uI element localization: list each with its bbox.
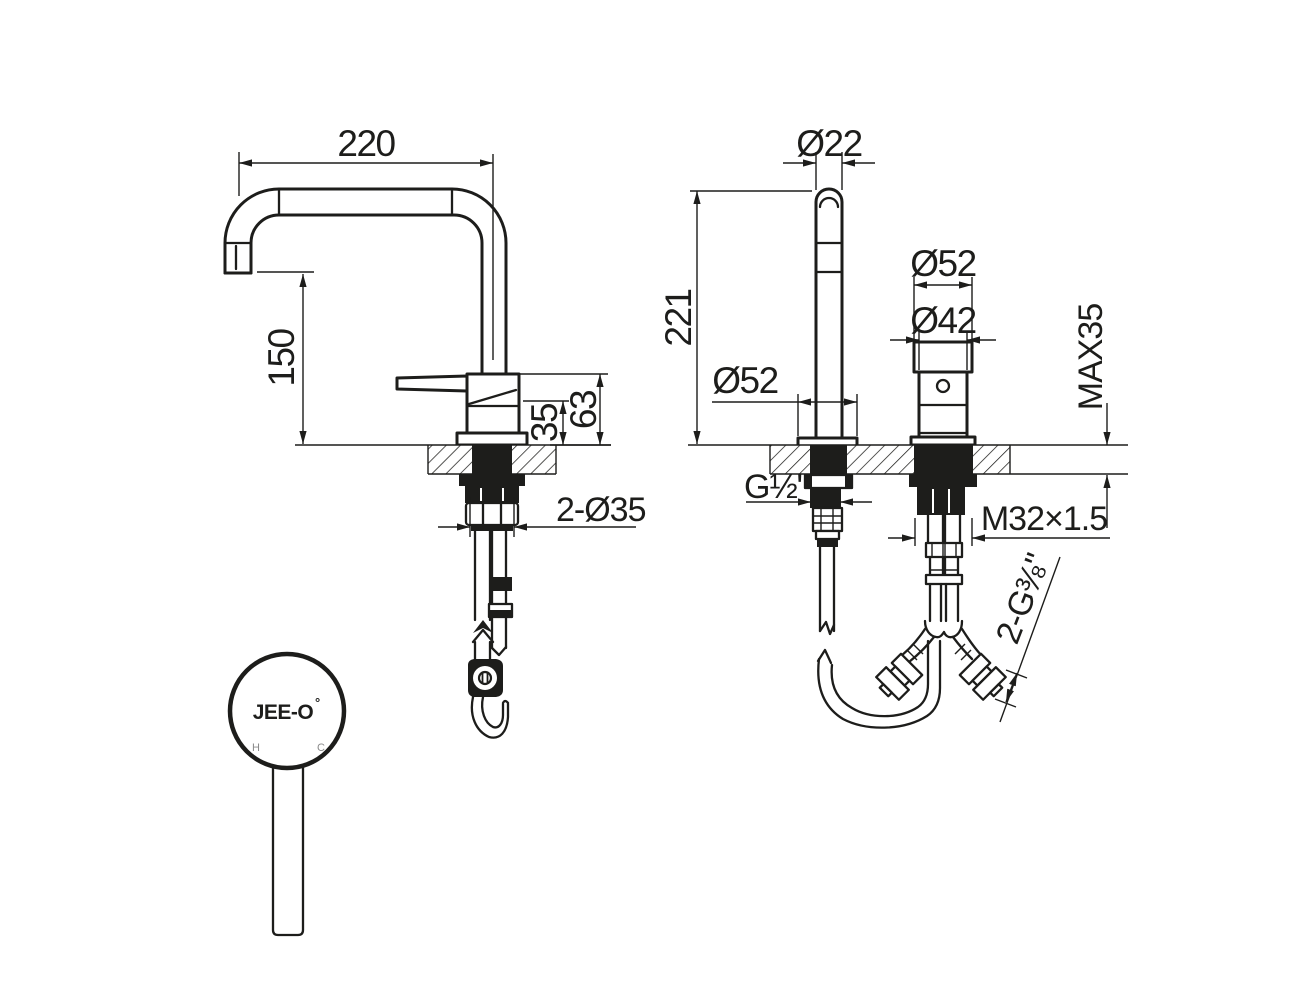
- dim-label-body-lower: 35: [524, 403, 565, 442]
- dim-spout-reach: 220: [238, 123, 494, 360]
- dim-spout-diameter: Ø22: [783, 123, 875, 190]
- dim-spout-base: Ø52: [712, 360, 858, 436]
- handle-top-view: JEE-O ° H C: [227, 651, 347, 937]
- hose-break-side: [818, 620, 836, 636]
- handle-knob-circle: [227, 651, 347, 771]
- hose-break-front: [473, 620, 493, 633]
- dim-label-max-deck-thickness: MAX35: [1072, 304, 1110, 411]
- dim-label-spout-total-height: 221: [658, 289, 699, 346]
- hose-y-piece: [923, 619, 964, 639]
- dim-handle-diameter: Ø52: [910, 243, 977, 340]
- hot-indicator: H: [252, 742, 260, 754]
- dim-label-spout-diameter: Ø22: [796, 123, 861, 164]
- dim-label-handle-body-diameter: Ø42: [910, 300, 975, 341]
- lever-handle: [395, 374, 469, 393]
- cold-indicator: C: [317, 742, 325, 754]
- front-view: 220 150: [223, 123, 647, 739]
- tailpiece-front: [472, 445, 512, 474]
- mixer-body-front: [395, 372, 529, 447]
- dim-handle-mounting-thread: M32×1.5: [888, 500, 1110, 546]
- set-screw: [935, 378, 951, 394]
- dim-label-mounting-holes: 2-Ø35: [556, 491, 646, 529]
- spout-side: [796, 187, 859, 448]
- spout-connector-nut: [811, 506, 844, 533]
- dim-label-handle-diameter: Ø52: [910, 243, 975, 284]
- base-flange-front: [455, 431, 529, 447]
- spout-front: [223, 187, 508, 376]
- under-counter-handle: [816, 445, 1007, 729]
- dim-body-height: 63: [509, 373, 611, 446]
- brand-logo: JEE-O: [253, 701, 314, 724]
- handle-side: [909, 340, 977, 447]
- brand-registered-mark: °: [315, 695, 320, 710]
- dim-mounting-holes: 2-Ø35: [438, 491, 647, 537]
- under-counter-spout: [803, 445, 854, 636]
- spout-locknut: [810, 488, 841, 508]
- dim-spout-connection: G½": [744, 468, 872, 506]
- dim-spout-total-height: 221: [658, 190, 812, 444]
- dim-handle-body-diameter: Ø42: [890, 300, 996, 370]
- dim-label-spout-connection: G½": [744, 468, 808, 506]
- supply-fitting-right: [958, 652, 1007, 701]
- handle-flange: [909, 435, 977, 447]
- dim-label-body-height: 63: [563, 391, 604, 429]
- dim-label-spout-reach: 220: [337, 123, 395, 164]
- under-counter-front: [459, 445, 525, 739]
- dim-label-supply-hose-thread: 2-G⅜": [989, 549, 1057, 649]
- dim-body-lower: 35: [523, 400, 569, 445]
- countertop-front: [295, 444, 611, 475]
- dim-label-spout-height: 150: [261, 328, 302, 386]
- side-view: Ø22 221 Ø52: [658, 123, 1128, 729]
- dim-spout-height: 150: [257, 271, 314, 444]
- handle-mounting-nut: [917, 487, 965, 515]
- mounting-nut-front: [464, 501, 520, 527]
- dim-label-handle-mounting-thread: M32×1.5: [981, 500, 1107, 538]
- dim-supply-hose-thread: 2-G⅜": [989, 549, 1061, 723]
- dim-max-deck-thickness: MAX35: [1072, 304, 1111, 528]
- dim-label-spout-base: Ø52: [712, 360, 777, 401]
- loop-break: [816, 648, 833, 665]
- supply-fitting-left: [875, 652, 924, 701]
